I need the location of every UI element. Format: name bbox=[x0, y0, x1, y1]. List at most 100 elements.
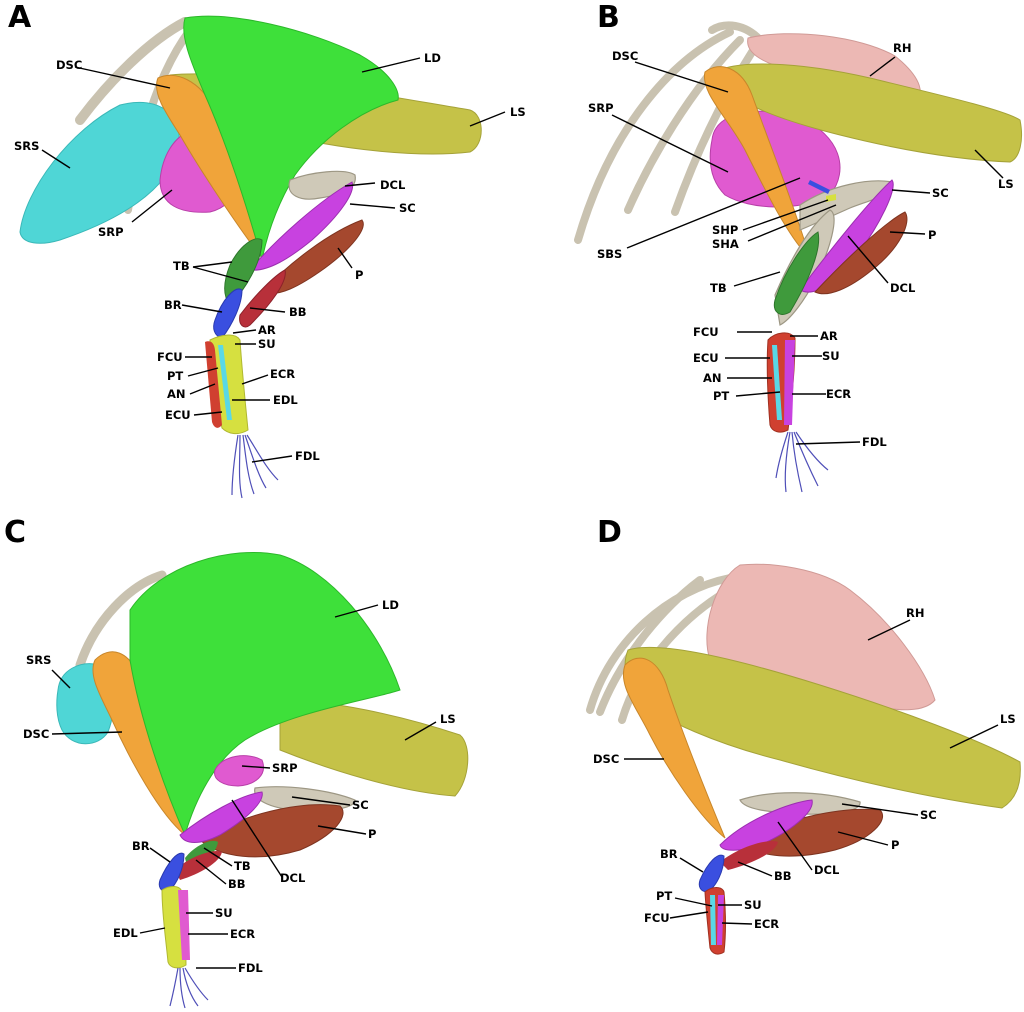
panel-c: C LD SRS DSC LS SRP SC P BR bbox=[4, 515, 469, 1009]
label-su-a: SU bbox=[258, 337, 276, 351]
muscle-tb-b bbox=[773, 231, 820, 315]
label-tb-c: TB bbox=[234, 859, 251, 873]
label-fcu-a: FCU bbox=[157, 350, 183, 364]
muscle-dsc-d bbox=[623, 657, 726, 839]
label-ar-a: AR bbox=[258, 323, 276, 337]
muscle-srs-a bbox=[19, 101, 180, 244]
label-edl-c: EDL bbox=[113, 926, 138, 940]
label-dcl-a: DCL bbox=[380, 178, 406, 192]
leader-lines-b bbox=[611, 56, 1004, 445]
label-ld-c: LD bbox=[382, 598, 399, 612]
muscle-br-d bbox=[698, 854, 725, 893]
label-ecr-d: ECR bbox=[754, 917, 779, 931]
label-sc-c: SC bbox=[352, 798, 369, 812]
muscle-bb-c bbox=[175, 850, 222, 880]
panel-letter-d: D bbox=[597, 515, 622, 550]
label-fcu-b: FCU bbox=[693, 325, 719, 339]
label-srp-b: SRP bbox=[588, 101, 614, 115]
label-ecr-a: ECR bbox=[270, 367, 295, 381]
label-tb-b: TB bbox=[710, 281, 727, 295]
labels-d: RH LS DSC SC P BR BB DCL PT SU FCU ECR bbox=[593, 606, 1016, 931]
label-br-c: BR bbox=[132, 839, 150, 853]
label-ar-b: AR bbox=[820, 329, 838, 343]
label-dcl-b: DCL bbox=[890, 281, 916, 295]
muscle-srp-c bbox=[214, 755, 264, 787]
label-srp-a: SRP bbox=[98, 225, 124, 239]
label-rh-b: RH bbox=[893, 41, 911, 55]
muscle-dcl-d bbox=[719, 799, 813, 851]
panel-d: D RH LS DSC SC P BR BB DCL PT SU F bbox=[586, 515, 1021, 955]
panel-letter-b: B bbox=[597, 0, 620, 35]
label-edl-a: EDL bbox=[273, 393, 298, 407]
tendons-b bbox=[775, 431, 829, 493]
label-dsc-b: DSC bbox=[612, 49, 638, 63]
label-ecu-a: ECU bbox=[165, 408, 191, 422]
label-tb-a: TB bbox=[173, 259, 190, 273]
label-p-c: P bbox=[368, 827, 376, 841]
label-an-a: AN bbox=[167, 387, 186, 401]
muscle-ld-c bbox=[129, 552, 401, 837]
forearm-cyan-d bbox=[710, 895, 716, 945]
label-dsc-d: DSC bbox=[593, 752, 619, 766]
label-bb-d: BB bbox=[774, 869, 792, 883]
tendons-c bbox=[169, 967, 209, 1009]
label-ecr-c: ECR bbox=[230, 927, 255, 941]
label-ld-a: LD bbox=[424, 51, 441, 65]
label-srs-a: SRS bbox=[14, 139, 39, 153]
label-br-d: BR bbox=[660, 847, 678, 861]
label-shp-b: SHP bbox=[712, 223, 738, 237]
labels-c: LD SRS DSC LS SRP SC P BR TB BB DCL SU E… bbox=[23, 598, 456, 975]
label-ls-b: LS bbox=[998, 177, 1014, 191]
muscle-bb-a bbox=[239, 269, 286, 328]
leader-lines-a bbox=[41, 57, 506, 463]
label-dsc-c: DSC bbox=[23, 727, 49, 741]
label-dcl-d: DCL bbox=[814, 863, 840, 877]
labels-a: LD LS DSC SRS SRP DCL SC TB P BR BB AR S… bbox=[14, 51, 526, 463]
label-p-a: P bbox=[355, 268, 363, 282]
muscle-dcl-c bbox=[179, 791, 263, 843]
muscle-p-b bbox=[814, 211, 908, 295]
label-ls-c: LS bbox=[440, 712, 456, 726]
label-fdl-a: FDL bbox=[295, 449, 320, 463]
muscle-tb-a bbox=[224, 238, 263, 306]
rib-bone bbox=[75, 17, 190, 125]
muscle-sha-b bbox=[808, 180, 830, 194]
muscle-shp-b bbox=[826, 194, 836, 202]
label-bb-c: BB bbox=[228, 877, 246, 891]
panel-letter-c: C bbox=[4, 515, 26, 550]
label-dsc-a: DSC bbox=[56, 58, 82, 72]
label-pt-a: PT bbox=[167, 369, 183, 383]
leader-lines-c bbox=[51, 604, 437, 969]
muscle-p-c bbox=[199, 804, 344, 858]
panel-b: B RH DSC SRP LS SC bbox=[574, 0, 1023, 493]
label-sbs-b: SBS bbox=[597, 247, 622, 261]
label-ecu-b: ECU bbox=[693, 351, 719, 365]
label-pt-d: PT bbox=[656, 889, 672, 903]
label-sha-b: SHA bbox=[712, 237, 739, 251]
forearm-purple-b bbox=[784, 340, 795, 425]
muscle-dcl-a bbox=[249, 181, 354, 271]
muscle-p-a bbox=[261, 219, 364, 294]
label-su-b: SU bbox=[822, 349, 840, 363]
muscle-br-a bbox=[213, 288, 243, 339]
label-ecr-b: ECR bbox=[826, 387, 851, 401]
forearm-purple-c bbox=[178, 890, 190, 960]
label-sc-a: SC bbox=[399, 201, 416, 215]
rib-bone-c bbox=[75, 570, 167, 670]
label-rh-d: RH bbox=[906, 606, 924, 620]
panel-letter-a: A bbox=[8, 0, 32, 35]
label-su-d: SU bbox=[744, 898, 762, 912]
label-an-b: AN bbox=[703, 371, 722, 385]
label-ls-a: LS bbox=[510, 105, 526, 119]
labels-b: RH DSC SRP LS SC SHP SHA SBS P TB DCL FC… bbox=[588, 41, 1014, 449]
label-dcl-c: DCL bbox=[280, 871, 306, 885]
muscle-ls-c bbox=[279, 699, 469, 797]
forearm-cyan-a bbox=[218, 345, 232, 420]
forearm-purple-d bbox=[717, 895, 724, 945]
panel-a: A LD LS DSC bbox=[8, 0, 526, 499]
label-bb-a: BB bbox=[289, 305, 307, 319]
muscle-ld-a bbox=[183, 15, 399, 261]
leader-lines-d bbox=[624, 619, 999, 925]
muscle-br-c bbox=[158, 852, 185, 893]
